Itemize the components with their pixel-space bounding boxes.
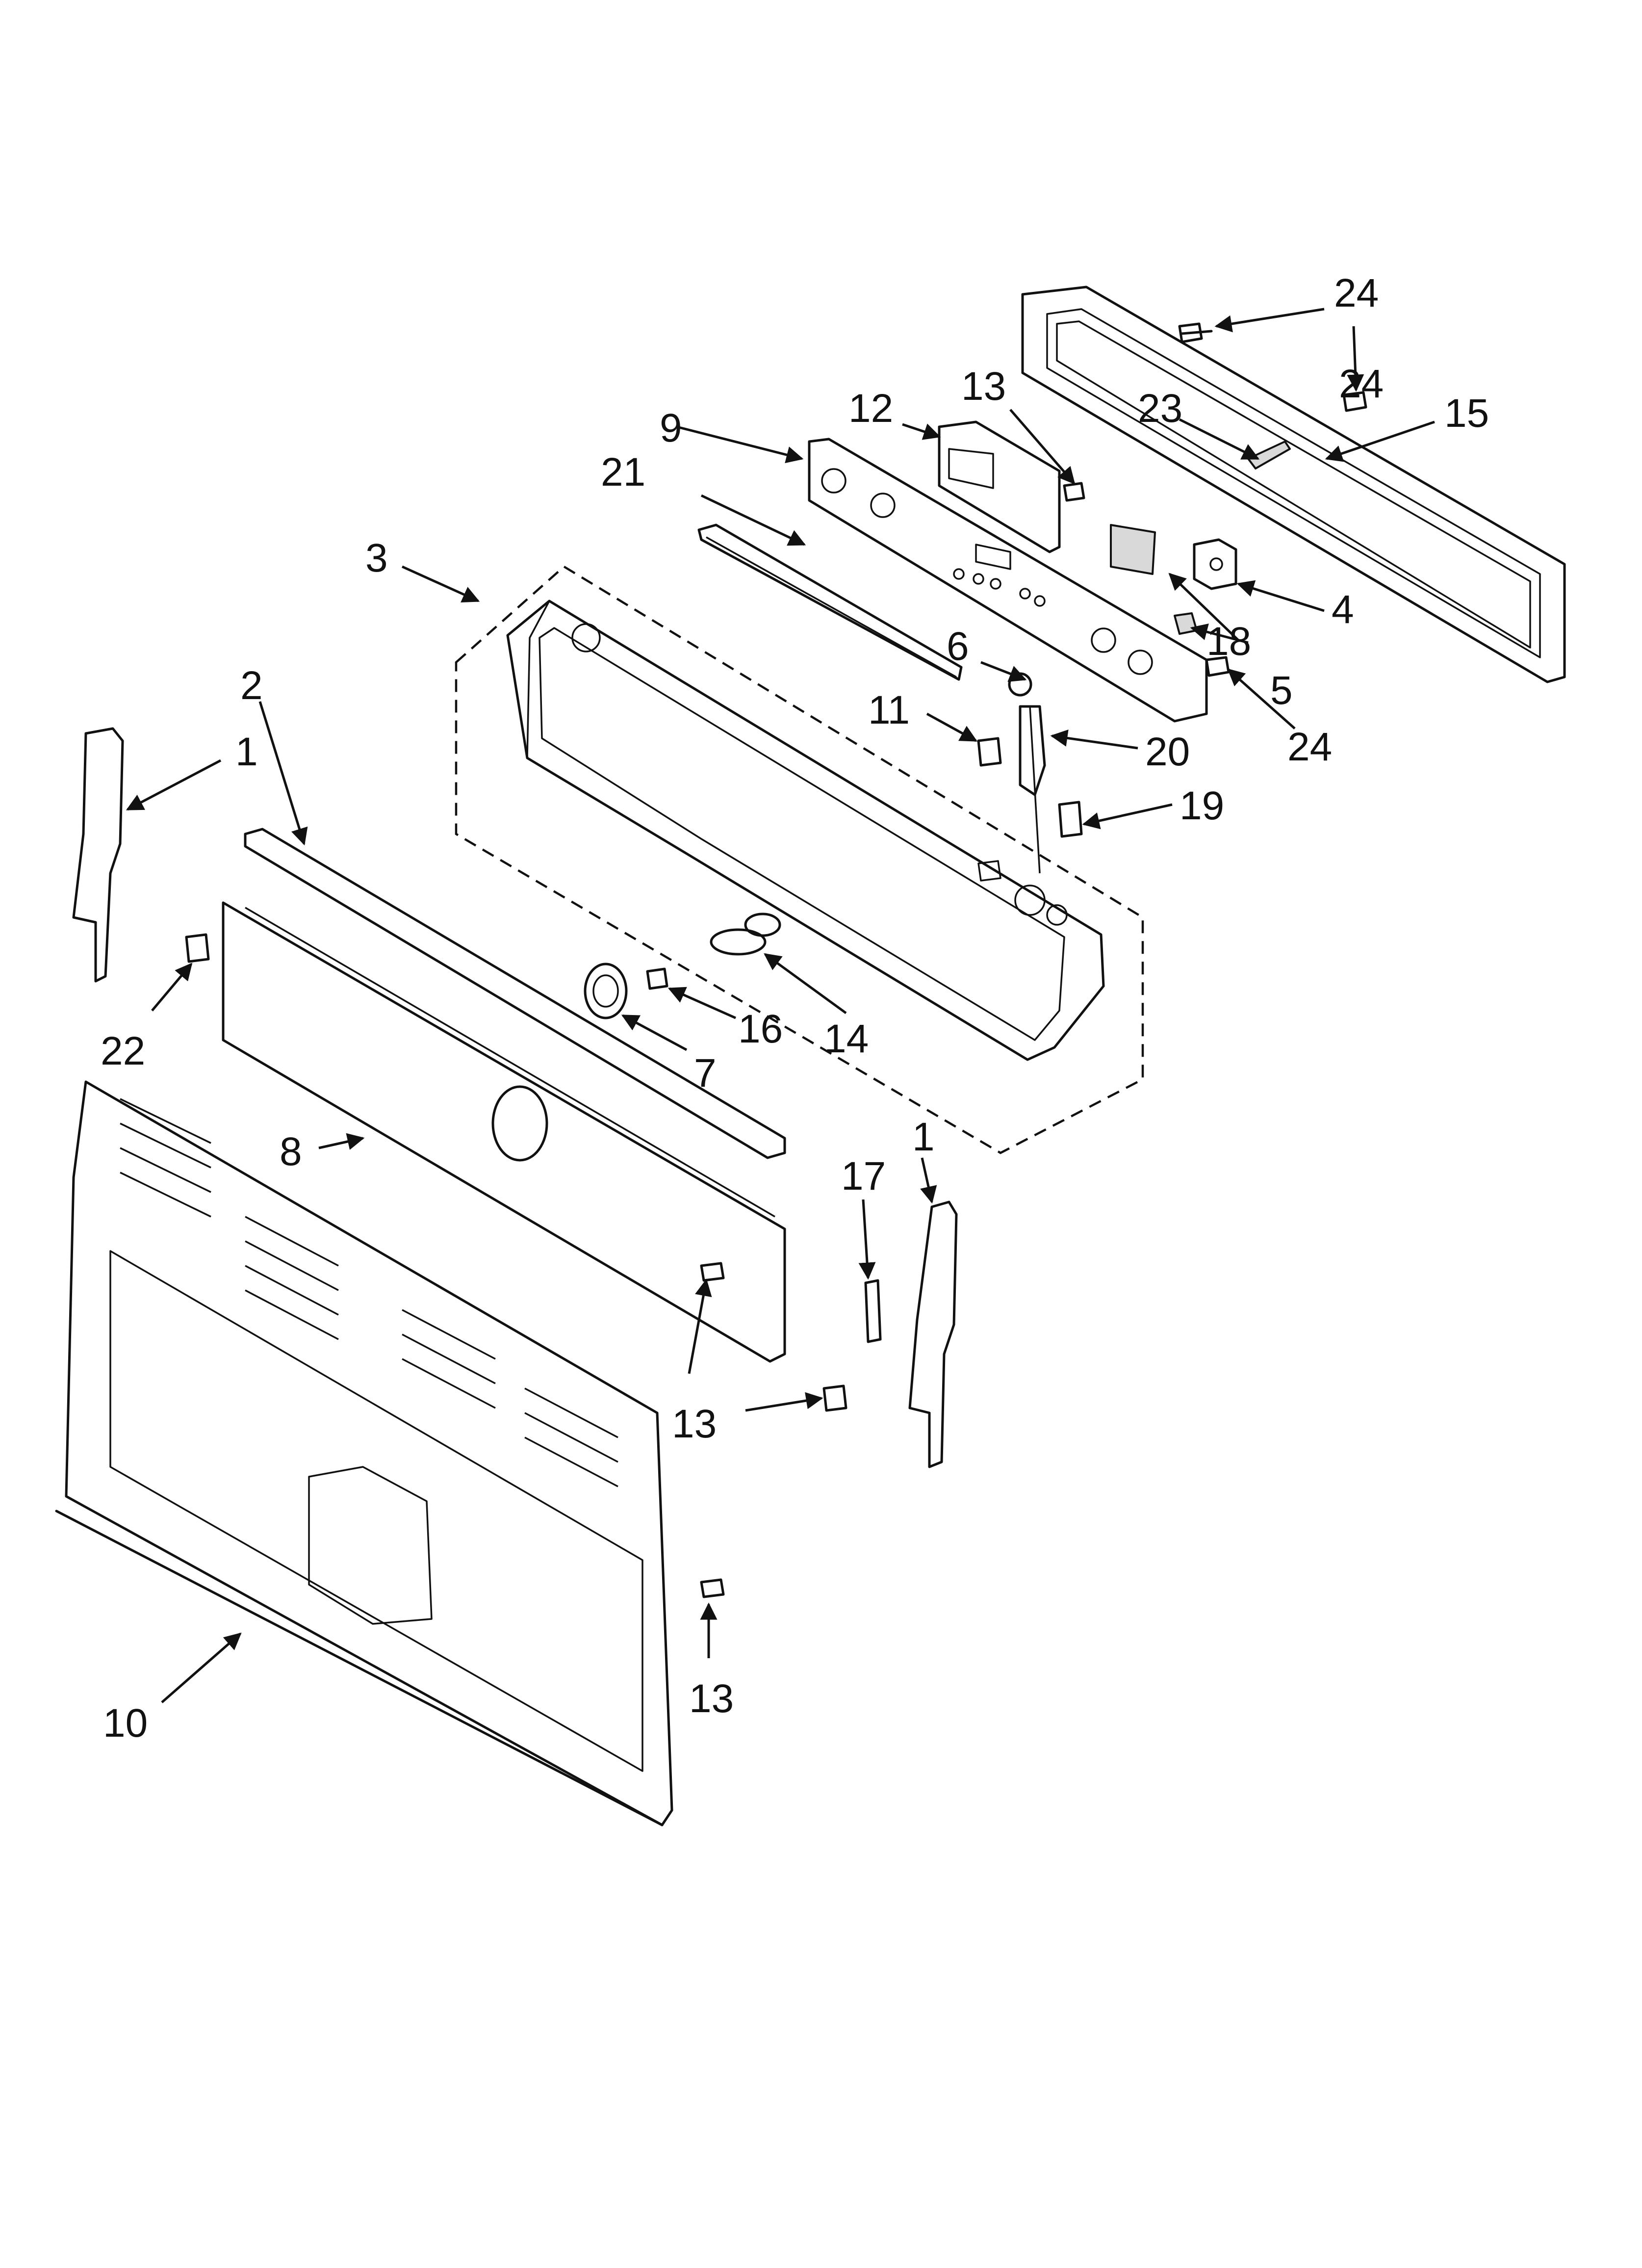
leader-lines — [126, 308, 1435, 1703]
part-21-bracket — [697, 523, 963, 681]
callout-6: 6 — [947, 624, 969, 669]
callout-19: 19 — [1180, 783, 1224, 828]
part-7-knob — [584, 963, 628, 1019]
part-14-washer — [710, 912, 781, 956]
callout-1-right: 1 — [912, 1115, 935, 1159]
callout-17: 17 — [841, 1154, 886, 1199]
part-10-rear-panel — [55, 1080, 673, 1826]
part-3-assembly-outline — [455, 565, 1144, 1154]
callout-13-low: 13 — [689, 1676, 734, 1721]
part-5-connector — [1174, 612, 1198, 635]
callout-24-top: 24 — [1334, 271, 1379, 315]
part-17-bracket — [864, 1279, 882, 1343]
callout-3: 3 — [365, 536, 388, 580]
part-8-backguard-bracket — [222, 901, 786, 1363]
callout-13-top: 13 — [961, 364, 1006, 409]
part-20-thermostat — [1019, 705, 1046, 874]
part-11-switch — [977, 737, 1002, 767]
callout-labels: 1 2 3 21 9 12 13 24 24 23 15 4 18 5 24 6… — [101, 271, 1489, 1746]
callout-15: 15 — [1444, 391, 1489, 436]
part-24-screws — [1178, 322, 1367, 677]
part-19-light — [1058, 801, 1083, 838]
callout-10: 10 — [103, 1701, 148, 1746]
part-13-screws — [700, 482, 1085, 1598]
callout-20: 20 — [1145, 730, 1190, 774]
part-23-clip — [1247, 441, 1291, 469]
callout-24-low: 24 — [1287, 725, 1332, 769]
part-18-label — [1110, 524, 1156, 575]
callout-13-mid: 13 — [672, 1402, 717, 1446]
callout-8: 8 — [280, 1129, 302, 1174]
callout-12: 12 — [848, 386, 893, 431]
callout-4: 4 — [1332, 587, 1354, 632]
callout-22: 22 — [101, 1029, 145, 1073]
callout-1-left: 1 — [235, 730, 258, 774]
part-4-switch — [1193, 538, 1237, 590]
part-2-top-bar — [244, 828, 786, 1159]
part-1-left-trim — [72, 727, 124, 983]
callout-16: 16 — [738, 1007, 783, 1051]
callout-18: 18 — [1206, 619, 1251, 664]
callout-5: 5 — [1270, 668, 1293, 713]
callout-11: 11 — [868, 688, 910, 732]
part-22-screw — [185, 933, 210, 963]
callout-21: 21 — [601, 450, 645, 495]
part-9-control-board — [808, 438, 1208, 723]
callout-24-mid: 24 — [1339, 362, 1384, 406]
part-12-electronic-control — [938, 420, 1061, 553]
part-15-rear-trim — [1021, 286, 1566, 683]
part-16-screw — [646, 967, 668, 990]
callout-2: 2 — [240, 663, 263, 708]
callout-14: 14 — [824, 1017, 869, 1061]
callout-9: 9 — [660, 406, 682, 450]
callout-7: 7 — [694, 1051, 717, 1095]
part-1-right-trim — [908, 1200, 958, 1468]
callout-23: 23 — [1138, 386, 1182, 431]
part-3-console-housing — [506, 600, 1105, 1061]
